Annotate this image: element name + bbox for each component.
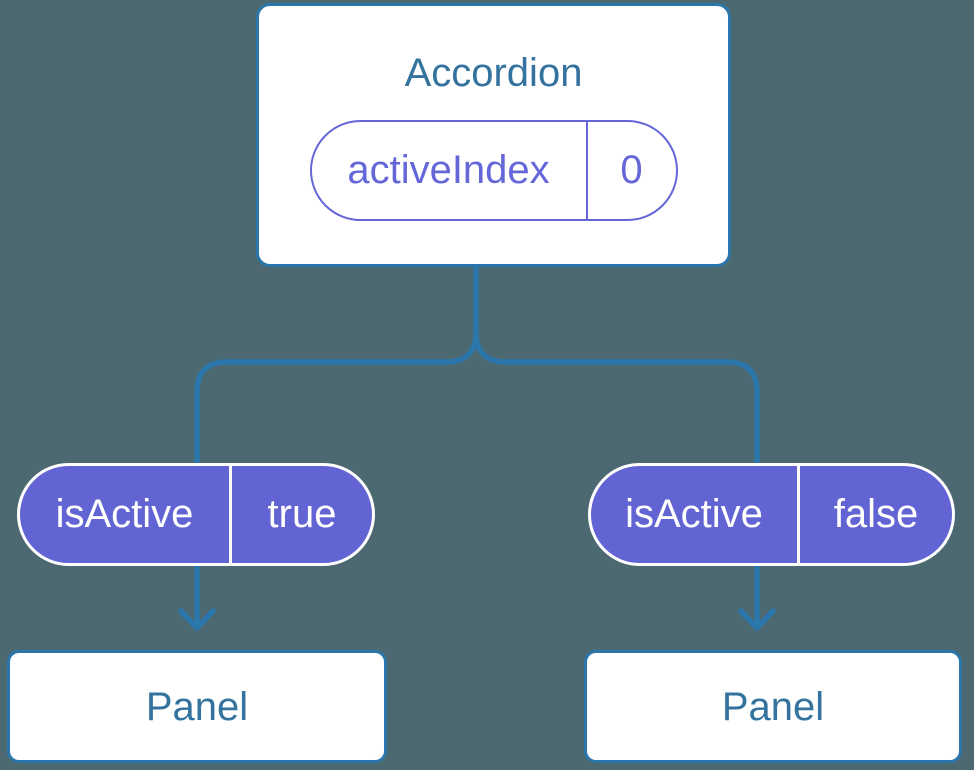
- accordion-node: Accordion activeIndex 0: [256, 3, 731, 267]
- accordion-node-title: Accordion: [404, 50, 583, 95]
- panel-node-left: Panel: [7, 650, 387, 763]
- state-pill-name: activeIndex: [312, 121, 588, 219]
- arrow-down-right-icon: [738, 564, 776, 631]
- state-pill: activeIndex 0: [309, 119, 678, 221]
- prop-pill-right-name: isActive: [591, 466, 800, 563]
- prop-pill-right-value: false: [833, 492, 919, 536]
- panel-node-left-title: Panel: [145, 684, 249, 729]
- branch-line-right: [473, 329, 760, 465]
- prop-pill-left-name: isActive: [20, 466, 232, 563]
- prop-pill-right: isActive false: [588, 463, 955, 566]
- branch-line-left: [194, 263, 479, 465]
- prop-pill-left: isActive true: [17, 463, 375, 566]
- panel-node-right-title: Panel: [721, 684, 825, 729]
- prop-pill-left-value: true: [267, 492, 337, 536]
- panel-node-right: Panel: [584, 650, 962, 763]
- arrow-down-left-icon: [178, 564, 216, 631]
- state-pill-value: 0: [620, 147, 643, 192]
